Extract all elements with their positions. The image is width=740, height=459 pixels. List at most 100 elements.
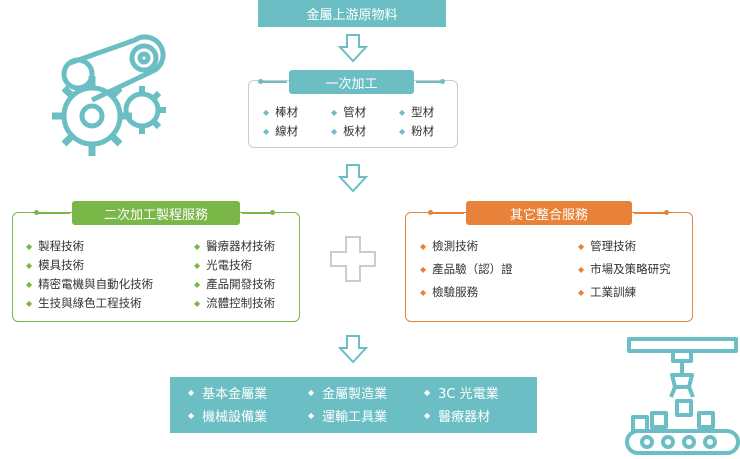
diamond-bullet-icon: ◆ [194,260,201,270]
diamond-bullet-icon: ◆ [578,241,585,251]
gears-belt-icon [52,34,166,156]
industry-label: 基本金屬業 [202,387,268,402]
plus-icon [330,236,376,282]
diamond-bullet-icon: ◆ [26,279,33,289]
diamond-bullet-icon: ◆ [194,241,201,251]
other-services-box [405,212,693,322]
diamond-bullet-icon: ◆ [308,411,315,420]
industry-item: ◆ 運輸工具業 [308,406,387,425]
list-item-label: 製程技術 [38,239,85,253]
primary-processing-title: 一次加工 [289,70,414,94]
diamond-bullet-icon: ◆ [26,260,33,270]
connector-dot [428,210,433,215]
list-item-label: 線材 [275,124,299,138]
top-banner-label: 金屬上游原物料 [306,8,398,23]
diamond-bullet-icon: ◆ [308,388,315,397]
industry-item: ◆醫療器材 [424,406,490,425]
list-item: ◆ 管材 [331,104,366,120]
list-item-label: 醫療器材技術 [206,239,276,253]
connector-dot [34,210,39,215]
industries-banner [170,377,537,433]
diamond-bullet-icon: ◆ [188,388,195,397]
list-item: ◆ 產品開發技術 [194,276,275,292]
list-item: ◆ 醫療器材技術 [194,238,275,254]
list-item: ◆ 檢驗服務 [420,284,478,300]
list-item-label: 棒材 [275,105,299,119]
diamond-bullet-icon: ◆ [263,126,270,136]
primary-processing-title-label: 一次加工 [325,76,378,92]
connector-line [416,81,441,83]
secondary-processing-title-label: 二次加工製程服務 [103,207,208,223]
top-banner: 金屬上游原物料 [258,0,446,27]
list-item-label: 生技與綠色工程技術 [38,296,142,310]
list-item: ◆ 線材 [263,123,298,139]
list-item-label: 粉材 [411,124,435,138]
connector-line [38,212,70,214]
diamond-bullet-icon: ◆ [578,264,585,274]
list-item: ◆ 棒材 [263,104,298,120]
diamond-bullet-icon: ◆ [424,388,431,397]
diamond-bullet-icon: ◆ [194,279,201,289]
list-item: ◆ 板材 [331,123,366,139]
industry-item: ◆ 機械設備業 [188,406,267,425]
list-item-label: 模具技術 [38,258,85,272]
diamond-bullet-icon: ◆ [420,287,427,297]
other-services-title: 其它整合服務 [466,201,632,225]
connector-dot [270,210,275,215]
list-item: ◆ 模具技術 [26,257,84,273]
industry-item: ◆ 基本金屬業 [188,383,267,402]
down-arrow-icon [338,34,368,63]
list-item: ◆ 產品驗（認）證 [420,261,513,277]
diamond-bullet-icon: ◆ [578,287,585,297]
list-item: ◆製程技術 [26,238,84,254]
list-item-label: 產品驗（認）證 [432,262,513,276]
list-item-label: 管理技術 [590,239,637,253]
connector-dot [440,79,445,84]
list-item-label: 板材 [343,124,367,138]
list-item: ◆ 生技與綠色工程技術 [26,295,142,311]
list-item: ◆檢測技術 [420,238,478,254]
diamond-bullet-icon: ◆ [420,241,427,251]
list-item: ◆ 光電技術 [194,257,252,273]
diamond-bullet-icon: ◆ [331,126,338,136]
diamond-bullet-icon: ◆ [424,411,431,420]
connector-dot [258,79,263,84]
industry-label: 3C 光電業 [438,387,499,402]
list-item-label: 流體控制技術 [206,296,276,310]
connector-line [242,212,272,214]
industry-item: ◆ 3C 光電業 [424,383,499,402]
secondary-processing-title: 二次加工製程服務 [72,201,240,225]
conveyor-robot-icon [625,337,740,455]
list-item: ◆ 管理技術 [578,238,636,254]
industry-item: ◆ 金屬製造業 [308,383,387,402]
list-item-label: 檢驗服務 [432,285,479,299]
list-item-label: 型材 [411,105,435,119]
industry-label: 金屬製造業 [322,387,388,402]
list-item-label: 管材 [343,105,367,119]
other-services-title-label: 其它整合服務 [509,207,588,223]
list-item: ◆ 粉材 [399,123,434,139]
list-item: ◆ 市場及策略研究 [578,261,671,277]
industry-label: 機械設備業 [202,410,268,425]
list-item-label: 市場及策略研究 [590,262,671,276]
diamond-bullet-icon: ◆ [331,107,338,117]
diamond-bullet-icon: ◆ [26,298,33,308]
down-arrow-icon [338,335,368,364]
connector-line [262,81,287,83]
diamond-bullet-icon: ◆ [188,411,195,420]
list-item: ◆ 精密電機與自動化技術 [26,276,153,292]
diamond-bullet-icon: ◆ [263,107,270,117]
diamond-bullet-icon: ◆ [194,298,201,308]
industry-label: 運輸工具業 [322,410,388,425]
connector-line [634,212,666,214]
list-item-label: 光電技術 [206,258,253,272]
list-item-label: 產品開發技術 [206,277,276,291]
diamond-bullet-icon: ◆ [420,264,427,274]
list-item-label: 工業訓練 [590,285,637,299]
list-item: ◆ 工業訓練 [578,284,636,300]
list-item: ◆ 流體控制技術 [194,295,275,311]
connector-dot [664,210,669,215]
list-item: ◆型材 [399,104,434,120]
diamond-bullet-icon: ◆ [399,126,406,136]
list-item-label: 精密電機與自動化技術 [38,277,154,291]
